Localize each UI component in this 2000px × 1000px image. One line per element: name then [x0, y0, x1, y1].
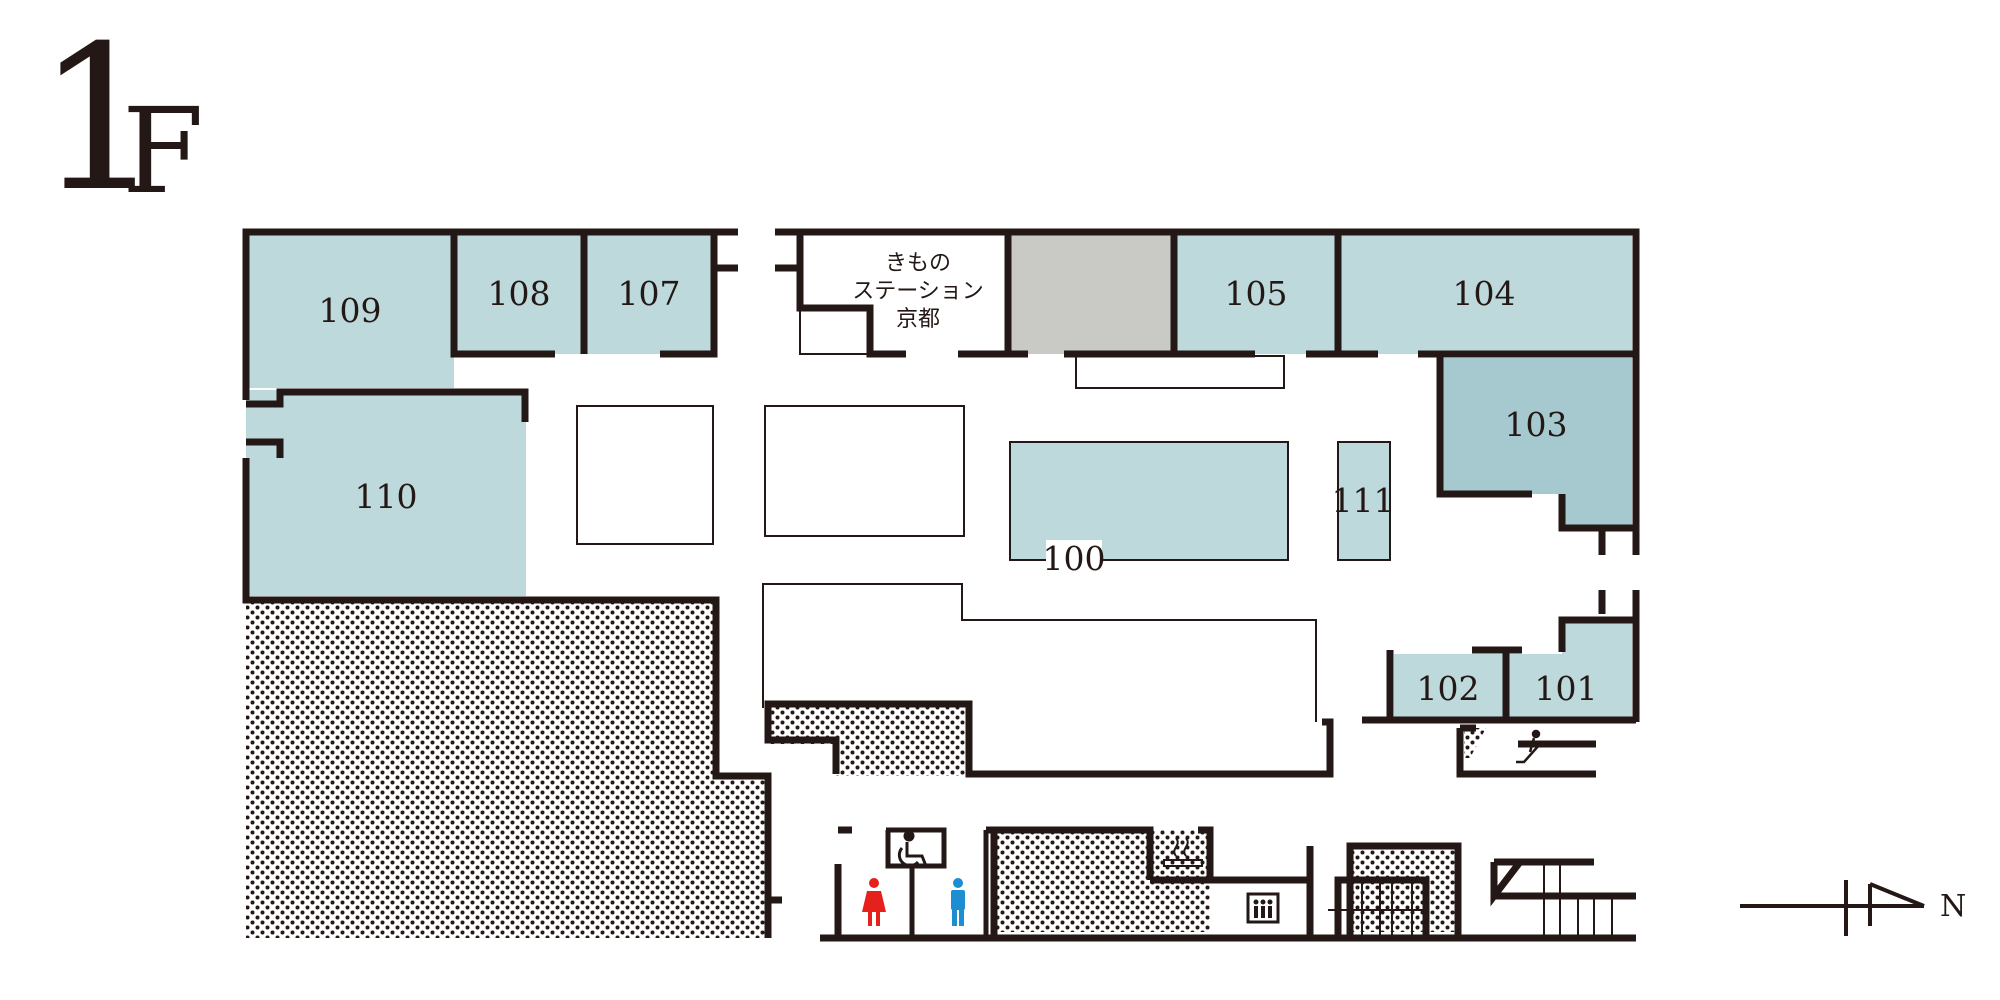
- room-110[interactable]: [246, 390, 526, 596]
- floor-number: 1: [36, 3, 164, 236]
- outer-walls: [242, 228, 1640, 942]
- room-103[interactable]: [1442, 358, 1632, 528]
- thin-lines: [576, 308, 1613, 938]
- tenant-fills: [246, 232, 1632, 720]
- room-111-label: 111: [1332, 481, 1395, 520]
- room-105-label: 105: [1225, 274, 1288, 313]
- room-100-label-bg: [1046, 540, 1102, 576]
- room-105[interactable]: [1176, 232, 1338, 354]
- room-107-label: 107: [618, 274, 681, 313]
- room-gray: [1010, 232, 1174, 354]
- restroom-walls: [838, 827, 989, 938]
- escalator-icon: [1516, 729, 1548, 764]
- room-108-label: 108: [488, 274, 551, 313]
- room-107[interactable]: [586, 232, 714, 354]
- north-arrow-icon: [1740, 880, 1925, 936]
- room-110-label: 110: [355, 477, 418, 516]
- elevator-icon: [1246, 892, 1280, 924]
- kimono-station-line2: ステーション: [852, 279, 984, 304]
- room-101[interactable]: [1508, 620, 1632, 720]
- room-108[interactable]: [456, 232, 584, 354]
- room-109-label: 109: [319, 291, 382, 330]
- north-label: N: [1940, 889, 1966, 924]
- room-104-label: 104: [1453, 274, 1516, 313]
- room-103-label: 103: [1505, 405, 1568, 444]
- female-restroom-icon: [862, 878, 886, 926]
- floor-letter: F: [122, 82, 204, 220]
- dotted-areas: [246, 600, 1486, 938]
- room-102[interactable]: [1394, 654, 1506, 720]
- room-104[interactable]: [1340, 232, 1632, 354]
- kimono-station-line1: きもの: [885, 251, 951, 276]
- wheelchair-icon: [897, 830, 928, 868]
- smoking-area-icon: [1163, 837, 1203, 867]
- male-restroom-icon: [951, 878, 965, 926]
- room-100-label: 100: [1043, 539, 1106, 578]
- kimono-station-line3: 京都: [896, 307, 940, 332]
- room-111[interactable]: [1338, 442, 1390, 560]
- room-101-label: 101: [1535, 669, 1598, 708]
- room-109[interactable]: [246, 232, 454, 388]
- room-102-label: 102: [1417, 669, 1480, 708]
